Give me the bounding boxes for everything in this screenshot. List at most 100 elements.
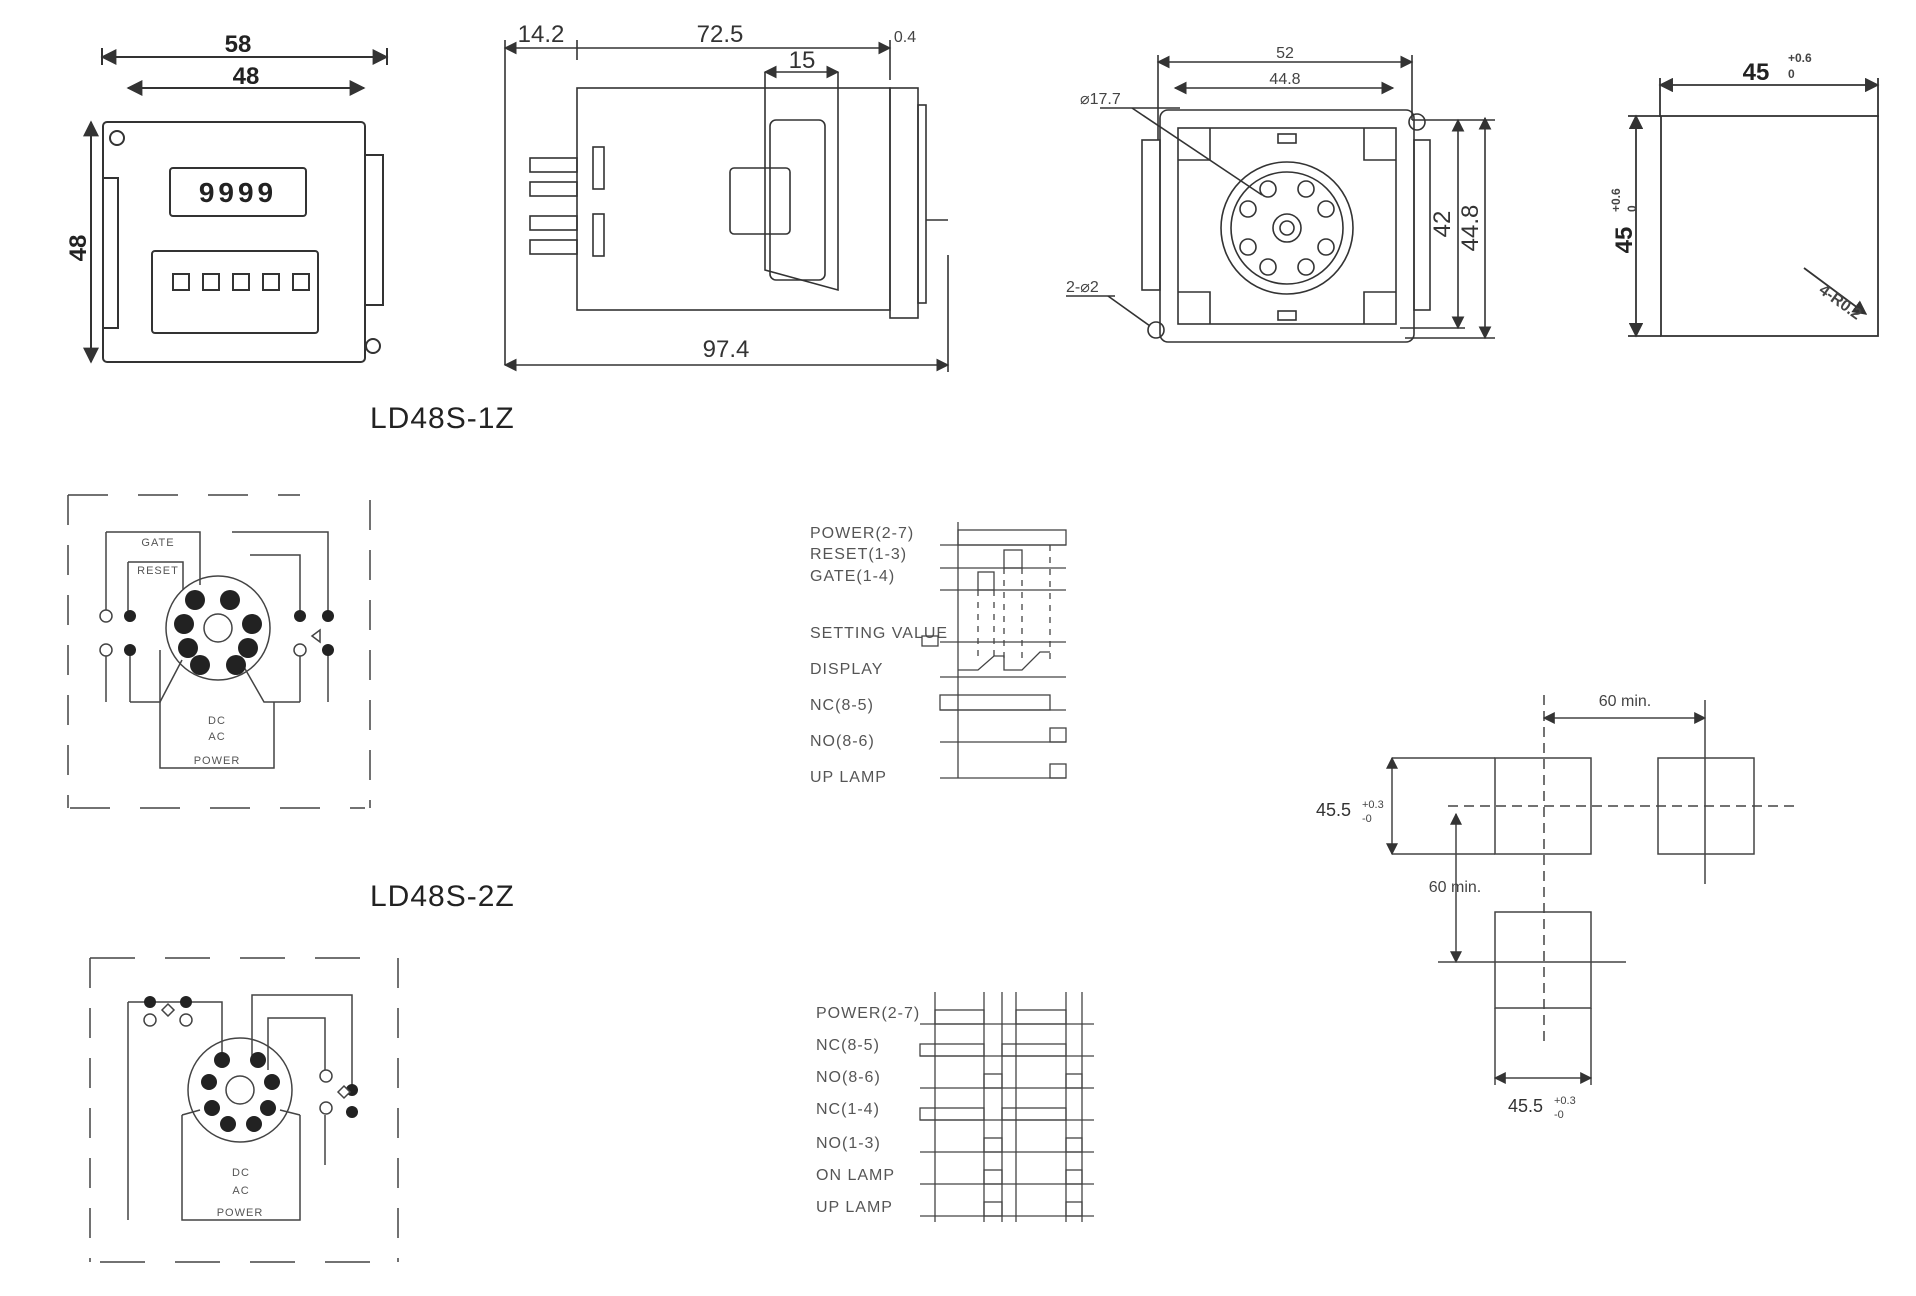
- wiring-2z-ac-label: AC: [232, 1185, 249, 1197]
- back-clip-right: [1413, 139, 1431, 311]
- contact-open: [99, 609, 113, 623]
- back-clip-left: [1141, 139, 1161, 291]
- socket-key: [1272, 213, 1302, 243]
- timing-row-label: DISPLAY: [810, 661, 883, 678]
- no-pulse: [1065, 1073, 1083, 1089]
- cutout-height-label: 45: [1611, 227, 1638, 254]
- terminal-pin: [185, 590, 205, 610]
- wiring-2z-dc-label: DC: [232, 1167, 250, 1179]
- socket-outer: [1220, 161, 1354, 295]
- timing-row-label: NC(8-5): [810, 697, 874, 714]
- nc-pulse: [919, 1107, 985, 1121]
- timing-1z-lines: [921, 522, 1067, 779]
- wiring-1z-dc-label: DC: [208, 715, 226, 727]
- wire: [251, 994, 353, 1085]
- side-clip-left: [102, 177, 119, 329]
- side-slot: [592, 146, 605, 190]
- timing-1z-labels: POWER(2-7)RESET(1-3)GATE(1-4)SETTING VAL…: [810, 525, 948, 786]
- cutout-square: [1660, 115, 1879, 337]
- cutout-hole: [1494, 757, 1592, 855]
- screw-bottom-right: [365, 338, 381, 354]
- timing-row-label: RESET(1-3): [810, 546, 907, 563]
- back-height-outer-label: 44.8: [1457, 205, 1484, 252]
- back-slot-bottom: [1277, 310, 1297, 321]
- lamp-pulse: [1065, 1201, 1083, 1217]
- socket-key: [203, 613, 233, 643]
- front-height-label: 48: [65, 235, 92, 262]
- leader-line: [1107, 295, 1151, 327]
- terminal-pin: [250, 1052, 266, 1068]
- back-inner-frame: [1177, 127, 1397, 325]
- socket-pin: [1297, 258, 1315, 276]
- timing-chart-2z: POWER(2-7)NC(8-5)NO(8-6)NC(1-4)NO(1-3)ON…: [816, 992, 1094, 1222]
- wiring-1z-open-contacts: [99, 609, 321, 657]
- terminal-pin: [220, 590, 240, 610]
- socket-pin: [1297, 180, 1315, 198]
- socket-diameter-label: ⌀17.7: [1080, 91, 1121, 108]
- hole-width-tol-bottom: -0: [1554, 1109, 1564, 1121]
- side-clip-right: [364, 154, 384, 306]
- nc-pulse: [939, 694, 1051, 711]
- back-corner: [1178, 291, 1211, 324]
- wiring-2z-power-label: POWER: [217, 1207, 264, 1219]
- nc-pulse: [919, 1043, 985, 1057]
- wire: [250, 554, 301, 612]
- horizontal-pitch-label: 60 min.: [1599, 693, 1651, 710]
- nc-pulse: [1001, 1107, 1067, 1121]
- vertical-pitch-label: 60 min.: [1429, 879, 1481, 896]
- back-corner: [1363, 128, 1396, 161]
- timing-row-label: POWER(2-7): [810, 525, 914, 542]
- panel-thickness-label: 0.4: [894, 29, 916, 46]
- back-width-inner-label: 44.8: [1269, 71, 1300, 88]
- side-panel: [917, 104, 927, 304]
- counter-display: [169, 167, 307, 217]
- front-body: [102, 121, 366, 363]
- contact-open: [293, 643, 307, 657]
- contact-arrow: [336, 1084, 352, 1100]
- no-pulse: [983, 1137, 1003, 1153]
- wire: [128, 1001, 223, 1060]
- cutout-view: [1628, 77, 1880, 338]
- thumbwheel-digit: [292, 273, 310, 291]
- timing-row-label: NO(1-3): [816, 1135, 881, 1152]
- leader-line: [1131, 107, 1263, 196]
- nc-pulse: [1001, 1043, 1067, 1057]
- back-corner: [1178, 128, 1211, 161]
- wiring-1z-ac-label: AC: [208, 731, 225, 743]
- hole-height-tol-bottom: -0: [1362, 813, 1372, 825]
- contact-dot: [124, 610, 136, 622]
- terminal-pin: [264, 1074, 280, 1090]
- wiring-2z-open-contacts: [143, 1002, 352, 1115]
- timing-2z-lines: [919, 992, 1094, 1222]
- wiring-1z-pins: [124, 590, 334, 675]
- timing-row-label: SETTING VALUE: [810, 625, 948, 642]
- pin: [529, 157, 578, 173]
- contact-dot: [294, 610, 306, 622]
- wire: [267, 1017, 326, 1075]
- side-clip: [769, 119, 826, 281]
- lamp-pulse: [983, 1169, 1003, 1185]
- front-width-outer-label: 58: [225, 31, 252, 58]
- setting-marker: [921, 635, 939, 647]
- display-ramp: [958, 651, 1050, 671]
- thumbwheel-digit: [172, 273, 190, 291]
- thumbwheel-switch-block: [151, 250, 319, 334]
- no-pulse: [983, 1073, 1003, 1089]
- wire: [181, 1109, 201, 1116]
- terminal-pin: [220, 1116, 236, 1132]
- contact-dot: [346, 1106, 358, 1118]
- timing-row-label: NO(8-6): [810, 733, 875, 750]
- timing-row-label: POWER(2-7): [816, 1005, 920, 1022]
- wire: [128, 561, 184, 590]
- timing-row-label: UP LAMP: [810, 769, 887, 786]
- hole-diameter-label: 2-⌀2: [1066, 279, 1099, 296]
- socket-pin: [1259, 258, 1277, 276]
- timing-row-label: ON LAMP: [816, 1167, 895, 1184]
- cutout-width-label: 45: [1743, 59, 1770, 86]
- timing-row-label: NC(8-5): [816, 1037, 880, 1054]
- wire: [159, 659, 183, 703]
- body-length-label: 72.5: [697, 21, 744, 48]
- thumbwheel-digit: [202, 273, 220, 291]
- cutout-tolerance-bottom: 0: [1788, 67, 1795, 81]
- cutout-height-tolerance-bottom: 0: [1625, 205, 1639, 212]
